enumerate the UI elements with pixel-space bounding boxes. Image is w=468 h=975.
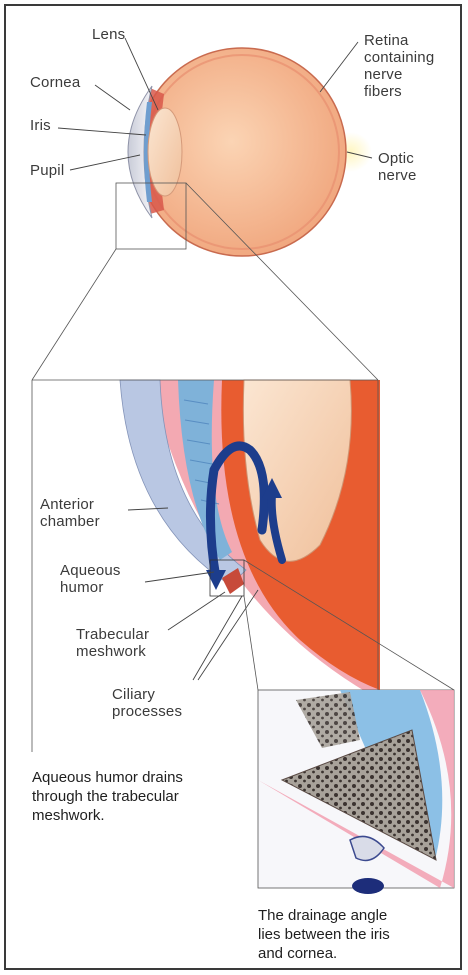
label-iris: Iris	[30, 117, 51, 134]
label-pupil: Pupil	[30, 162, 64, 179]
label-trabecular-meshwork: Trabecular meshwork	[76, 626, 149, 660]
drainage-angle-detail	[258, 690, 454, 894]
eye-cross-section	[116, 48, 372, 256]
label-aqueous-humor: Aqueous humor	[60, 562, 121, 596]
label-cornea: Cornea	[30, 74, 80, 91]
label-optic-nerve: Optic nerve	[378, 150, 417, 184]
label-lens: Lens	[92, 26, 125, 43]
caption-drainage-angle: The drainage angle lies between the iris…	[258, 906, 390, 963]
label-ciliary-processes: Ciliary processes	[112, 686, 182, 720]
label-anterior-chamber: Anterior chamber	[40, 496, 100, 530]
caption-drainage: Aqueous humor drains through the trabecu…	[32, 768, 183, 825]
label-retina: Retina containing nerve fibers	[364, 32, 434, 100]
schlemm-canal	[352, 878, 384, 894]
